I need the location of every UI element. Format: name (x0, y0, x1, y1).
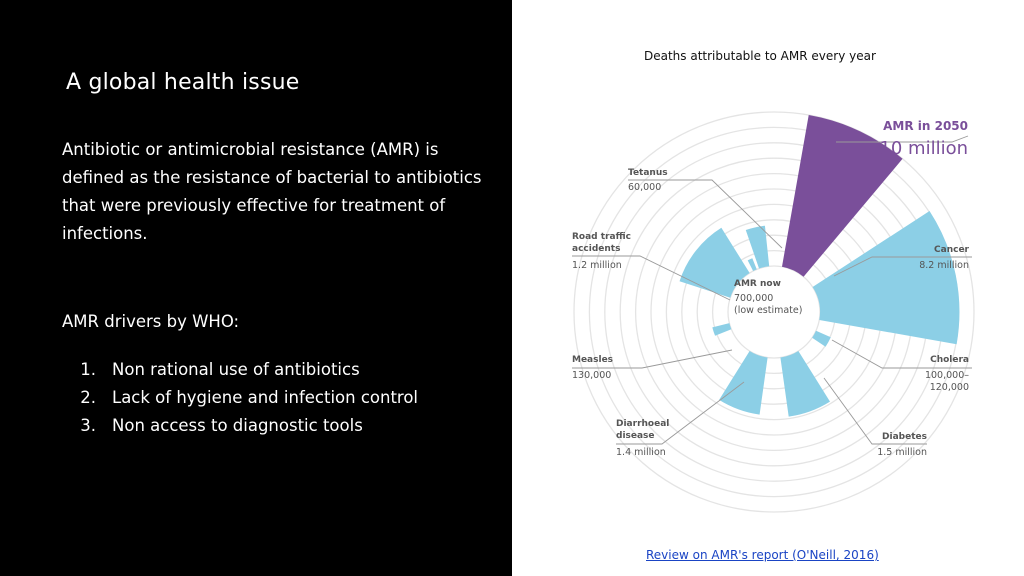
segment-name: Tetanus (628, 168, 668, 178)
segment-value: 130,000 (572, 370, 611, 381)
segment-value: 1.5 million (877, 447, 927, 458)
segment-name: Cholera (930, 355, 969, 365)
segment-amr2050 (781, 115, 903, 277)
leader-line (831, 339, 972, 369)
callout-name: AMR in 2050 (883, 119, 968, 133)
list-item: 1. Non rational use of antibiotics (62, 356, 418, 384)
segment-name: Diabetes (882, 432, 927, 442)
segment-cholera (812, 330, 831, 347)
amr-definition: Antibiotic or antimicrobial resistance (… (62, 140, 482, 243)
segment-name: disease (616, 431, 655, 441)
segment-name: Measles (572, 355, 613, 365)
list-number: 2. (80, 388, 96, 407)
label-diarrhoeal: Diarrhoeal disease 1.4 million (616, 419, 669, 458)
source-link[interactable]: Review on AMR's report (O'Neill, 2016) (646, 548, 879, 562)
segment-value: 60,000 (628, 182, 661, 193)
left-text-panel: A global health issue Antibiotic or anti… (0, 0, 512, 576)
segment-value: 120,000 (930, 382, 969, 393)
segment-amrnow (745, 225, 770, 269)
list-text: Non rational use of antibiotics (112, 360, 360, 379)
slide-title: A global health issue (66, 70, 300, 95)
leader-line (833, 256, 972, 277)
segment-value: 1.4 million (616, 447, 666, 458)
segment-value: 100,000– (925, 370, 969, 381)
chart-ring (573, 111, 975, 513)
label-amr2050: AMR in 2050 10 million (879, 119, 968, 159)
callout-value: 10 million (879, 138, 968, 159)
segment-name: Road traffic (572, 232, 631, 242)
list-text: Non access to diagnostic tools (112, 416, 363, 435)
chart-segments (679, 115, 960, 417)
label-cholera: Cholera 100,000– 120,000 (925, 355, 969, 393)
chart-title: Deaths attributable to AMR every year (644, 49, 876, 63)
chart-leader-lines (572, 135, 972, 445)
label-tetanus: Tetanus 60,000 (628, 168, 668, 193)
label-diabetes: Diabetes 1.5 million (877, 432, 927, 458)
segment-name: Diarrhoeal (616, 419, 669, 429)
label-road-traffic: Road traffic accidents 1.2 million (572, 232, 631, 271)
leader-line (823, 377, 927, 445)
segment-value: 8.2 million (919, 260, 969, 271)
center-value: 700,000 (734, 293, 773, 304)
segment-diabetes (780, 351, 830, 417)
leader-line (572, 255, 731, 301)
segment-name: accidents (572, 244, 620, 254)
center-value-note: (low estimate) (734, 305, 802, 316)
leader-line (628, 179, 783, 249)
drivers-heading: AMR drivers by WHO: (62, 312, 240, 331)
segment-cancer (812, 210, 960, 345)
segment-value: 1.2 million (572, 260, 622, 271)
segment-measles (712, 323, 732, 336)
right-chart-panel: Deaths attributable to AMR every year AM… (512, 0, 1024, 576)
leader-line (616, 381, 745, 445)
list-number: 3. (80, 416, 96, 435)
segment-name: Cancer (934, 245, 970, 255)
radial-chart: AMR in 2050 10 million Tetanus 60,000 Ro… (572, 111, 975, 513)
drivers-list: 1. Non rational use of antibiotics 2. La… (62, 356, 418, 440)
list-item: 3. Non access to diagnostic tools (62, 412, 418, 440)
segment-road (679, 227, 750, 298)
list-text: Lack of hygiene and infection control (112, 388, 419, 407)
list-number: 1. (80, 360, 96, 379)
label-amr-now: AMR now 700,000 (low estimate) (734, 279, 802, 316)
center-name: AMR now (734, 279, 781, 289)
list-item: 2. Lack of hygiene and infection control (62, 384, 418, 412)
segment-tetanus (747, 258, 757, 272)
label-cancer: Cancer 8.2 million (919, 245, 969, 271)
leader-line (572, 349, 733, 369)
label-measles: Measles 130,000 (572, 355, 613, 381)
leader-line (836, 135, 969, 143)
